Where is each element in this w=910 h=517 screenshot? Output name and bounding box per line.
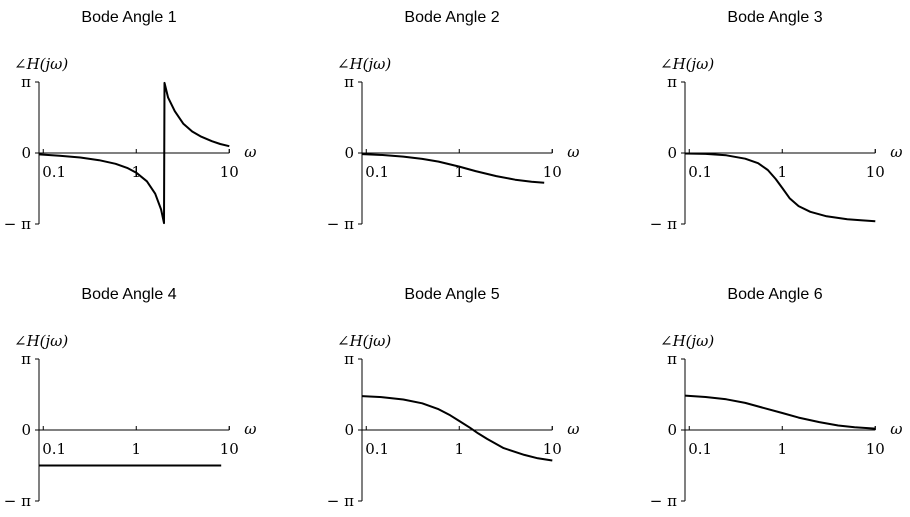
y-tick-label: 0 bbox=[667, 421, 677, 439]
x-tick-label: 1 bbox=[777, 440, 787, 458]
panel-2: Bode Angle 2 ∠H(jω)π 0 − π ω 0.1 1 10 bbox=[327, 9, 580, 233]
y-tick-label: 0 bbox=[667, 144, 677, 162]
y-tick-label: π bbox=[667, 73, 677, 91]
x-tick-label: 0.1 bbox=[365, 440, 389, 458]
chart-title: Bode Angle 4 bbox=[81, 286, 176, 303]
chart-title: Bode Angle 3 bbox=[727, 9, 822, 26]
y-tick-label: π bbox=[667, 350, 677, 368]
y-axis-label: ∠H(jω) bbox=[14, 332, 68, 350]
y-tick-label: π bbox=[21, 350, 31, 368]
chart-title: Bode Angle 5 bbox=[404, 286, 499, 303]
y-axis-label: ∠H(jω) bbox=[660, 55, 714, 73]
phase-curve bbox=[38, 81, 230, 225]
y-tick-label: − π bbox=[327, 215, 354, 233]
x-tick-label: 1 bbox=[454, 163, 464, 181]
y-axis-label: ∠H(jω) bbox=[337, 332, 391, 350]
x-axis-label: ω bbox=[567, 420, 579, 438]
chart-title: Bode Angle 2 bbox=[404, 9, 499, 26]
x-tick-label: 0.1 bbox=[42, 163, 66, 181]
y-axis-label: ∠H(jω) bbox=[14, 55, 68, 73]
x-tick-label: 10 bbox=[543, 440, 562, 458]
phase-curve bbox=[684, 152, 876, 223]
x-axis-label: ω bbox=[890, 420, 902, 438]
x-axis-label: ω bbox=[890, 143, 902, 161]
chart-title: Bode Angle 1 bbox=[81, 9, 176, 26]
y-tick-label: − π bbox=[650, 492, 677, 510]
x-tick-label: 10 bbox=[220, 163, 239, 181]
y-tick-label: − π bbox=[4, 492, 31, 510]
phase-curve bbox=[684, 394, 876, 430]
x-tick-label: 1 bbox=[777, 163, 787, 181]
phase-curve bbox=[361, 153, 545, 184]
panel-3: Bode Angle 3 ∠H(jω)π 0 − π ω 0.1 1 10 bbox=[650, 9, 903, 233]
x-tick-label: 0.1 bbox=[688, 440, 712, 458]
x-tick-label: 0.1 bbox=[688, 163, 712, 181]
y-tick-label: 0 bbox=[344, 144, 354, 162]
panel-4: Bode Angle 4 ∠H(jω)π 0 − π ω 0.1 1 10 bbox=[4, 286, 257, 510]
x-tick-label: 1 bbox=[454, 440, 464, 458]
y-tick-label: π bbox=[344, 350, 354, 368]
x-tick-label: 10 bbox=[866, 440, 885, 458]
y-axis-label: ∠H(jω) bbox=[660, 332, 714, 350]
y-tick-label: − π bbox=[4, 215, 31, 233]
x-tick-label: 10 bbox=[220, 440, 239, 458]
y-tick-label: 0 bbox=[21, 421, 31, 439]
chart-title: Bode Angle 6 bbox=[727, 286, 822, 303]
x-axis-label: ω bbox=[244, 143, 256, 161]
x-axis-label: ω bbox=[567, 143, 579, 161]
y-tick-label: π bbox=[344, 73, 354, 91]
phase-curve bbox=[361, 395, 553, 462]
y-tick-label: − π bbox=[327, 492, 354, 510]
x-tick-label: 1 bbox=[131, 440, 141, 458]
y-tick-label: 0 bbox=[344, 421, 354, 439]
x-tick-label: 10 bbox=[543, 163, 562, 181]
x-tick-label: 0.1 bbox=[42, 440, 66, 458]
y-tick-label: − π bbox=[650, 215, 677, 233]
x-tick-label: 10 bbox=[866, 163, 885, 181]
panel-6: Bode Angle 6 ∠H(jω)π 0 − π ω 0.1 1 10 bbox=[650, 286, 903, 510]
y-tick-label: 0 bbox=[21, 144, 31, 162]
y-axis-label: ∠H(jω) bbox=[337, 55, 391, 73]
x-axis-label: ω bbox=[244, 420, 256, 438]
x-tick-label: 0.1 bbox=[365, 163, 389, 181]
y-tick-label: π bbox=[21, 73, 31, 91]
panel-5: Bode Angle 5 ∠H(jω)π 0 − π ω 0.1 1 10 bbox=[327, 286, 580, 510]
